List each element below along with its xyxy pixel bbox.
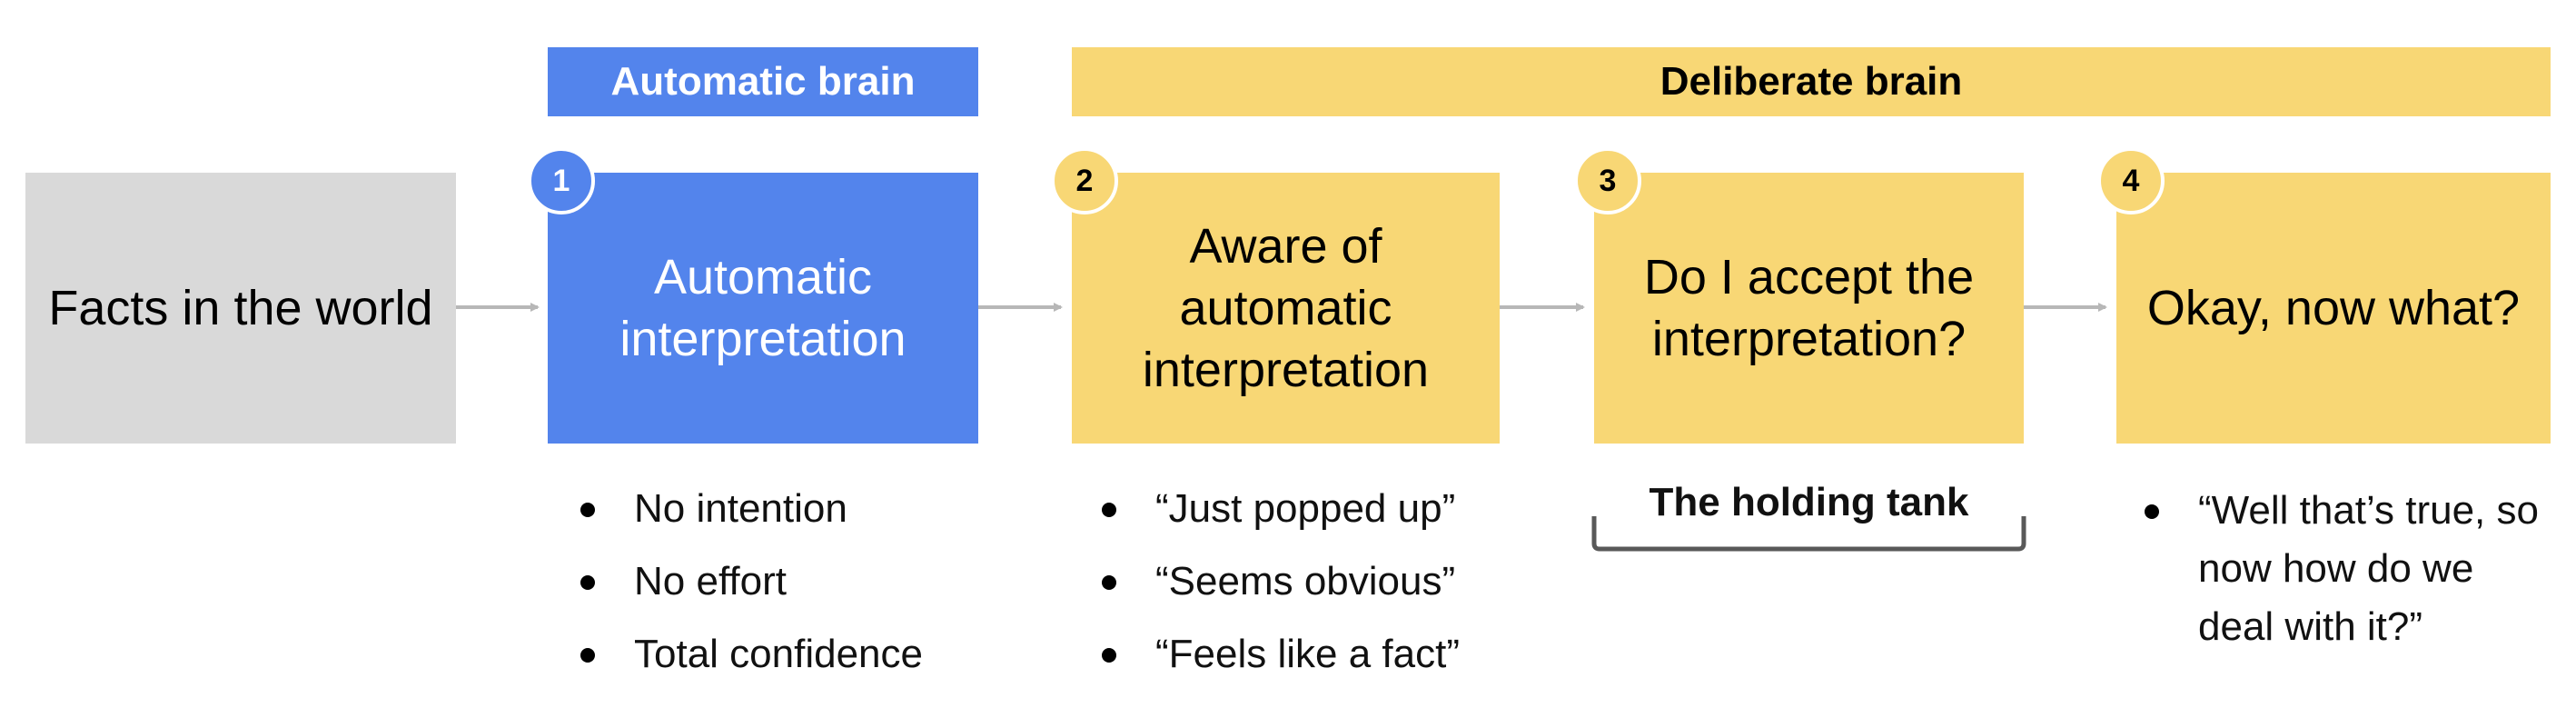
holding-tank-bracket [1591,516,2026,552]
step-badge-2: 2 [1051,147,1118,214]
list-item: “Just popped up” [1099,473,1499,545]
step-badge-1: 1 [528,147,595,214]
list-item: “Seems obvious” [1099,545,1499,618]
list-item: “Well that’s true, so now how do we deal… [2142,482,2541,656]
deliberate-brain-header: Deliberate brain [1072,47,2551,116]
aware-quotes-list: “Just popped up” “Seems obvious” “Feels … [1099,473,1499,691]
step-badge-4: 4 [2097,147,2165,214]
facts-box-text: Facts in the world [48,281,433,335]
aware-box-text: Aware of automatic interpretation [1142,219,1430,397]
automatic-traits-list: No intention No effort Total confidence [578,473,977,691]
list-item: “Feels like a fact” [1099,618,1499,691]
now-what-box-text: Okay, now what? [2146,281,2521,335]
now-what-quote-list: “Well that’s true, so now how do we deal… [2142,482,2541,656]
automatic-interpretation-box: Automatic interpretation [548,173,978,444]
aware-of-interpretation-box: Aware of automatic interpretation [1072,173,1500,444]
list-item: No intention [578,473,977,545]
automatic-brain-header: Automatic brain [548,47,978,116]
accept-interpretation-box: Do I accept the interpretation? [1594,173,2024,444]
now-what-box: Okay, now what? [2116,173,2551,444]
automatic-box-text: Automatic interpretation [619,250,907,366]
list-item: No effort [578,545,977,618]
facts-in-the-world-box: Facts in the world [25,173,456,444]
accept-box-text: Do I accept the interpretation? [1643,250,1975,366]
holding-tank-label: The holding tank [1649,480,1969,524]
list-item: Total confidence [578,618,977,691]
step-badge-3: 3 [1574,147,1641,214]
